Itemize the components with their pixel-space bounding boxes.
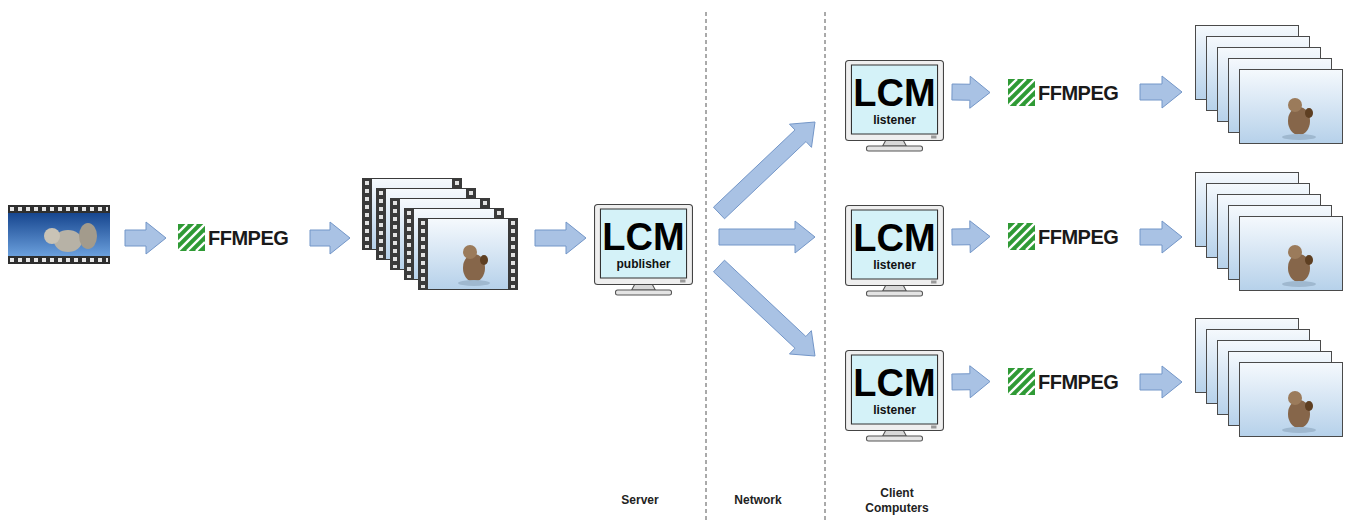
icon-stripe: [1026, 241, 1035, 250]
region-divider: [706, 12, 707, 521]
ffmpeg-logo: FFMPEG: [1008, 79, 1118, 106]
flow-arrow: [952, 366, 990, 398]
video-file-icon: [8, 205, 110, 264]
monitor-bezel: [846, 61, 944, 141]
monitor-bezel: [595, 205, 693, 285]
flow-arrow: [952, 76, 990, 108]
monitor-screen: [600, 209, 686, 278]
ffmpeg-icon: [1008, 368, 1035, 395]
video-frame: [418, 218, 518, 290]
squirrel-figure: [44, 228, 60, 244]
icon-stripe: [1008, 223, 1035, 250]
flow-arrow: [713, 122, 815, 219]
frame-stack: [1196, 319, 1343, 437]
icon-stripe: [196, 242, 205, 251]
icon-stripe: [1008, 223, 1017, 232]
flow-arrow: [1140, 221, 1182, 253]
computer-monitor: LCMpublisher: [594, 204, 693, 296]
film-perforation: [10, 258, 108, 262]
frame-stack: [1196, 26, 1343, 144]
frame-stack: [1196, 173, 1343, 291]
image-frame: [1240, 70, 1343, 144]
monitor-base: [867, 146, 923, 151]
icon-square: [1008, 223, 1035, 250]
ffmpeg-icon: [1008, 79, 1035, 106]
icon-stripe: [1008, 223, 1026, 241]
monitor-base: [867, 436, 923, 441]
monitor-title: LCM: [853, 363, 935, 403]
flow-arrow: [310, 222, 350, 254]
computer-monitor: LCMlistener: [845, 350, 944, 442]
monitor-screen: [851, 65, 937, 134]
flow-arrow: [719, 221, 815, 253]
computer-monitor: LCMlistener: [845, 205, 944, 297]
image-frame: [1240, 363, 1343, 437]
monitor-role: publisher: [616, 257, 670, 271]
ffmpeg-icon: [178, 224, 205, 251]
frame-stack: [362, 178, 518, 290]
icon-stripe: [187, 233, 205, 251]
icon-stripe: [1026, 97, 1035, 106]
flow-arrow: [1140, 76, 1182, 108]
icon-stripe: [178, 224, 205, 251]
ffmpeg-logo: FFMPEG: [1008, 368, 1118, 395]
icon-stripe: [1017, 88, 1035, 106]
flow-arrow: [1140, 366, 1182, 398]
icon-stripe: [178, 224, 187, 233]
icon-square: [178, 224, 205, 251]
computer-monitor: LCMlistener: [845, 60, 944, 152]
icon-square: [1008, 368, 1035, 395]
ffmpeg-logo: FFMPEG: [178, 224, 288, 251]
power-button: [931, 136, 936, 139]
logo-text: FFMPEG: [1038, 81, 1118, 105]
monitor-title: LCM: [853, 73, 935, 113]
monitor-screen: [851, 355, 937, 424]
icon-stripe: [1008, 79, 1035, 106]
icon-stripe: [1026, 386, 1035, 395]
region-label: Client Computers: [857, 486, 937, 516]
icon-square: [1008, 79, 1035, 106]
icon-stripe: [1008, 368, 1035, 395]
flow-arrow: [535, 222, 586, 254]
region-divider: [825, 12, 826, 521]
monitor-base: [867, 291, 923, 296]
icon-stripe: [1017, 232, 1035, 250]
power-button: [680, 280, 685, 283]
monitor-role: listener: [873, 258, 916, 272]
monitor-bezel: [846, 351, 944, 431]
video-picture: [8, 213, 110, 256]
icon-stripe: [1008, 79, 1026, 97]
flow-arrow: [125, 222, 166, 254]
ffmpeg-logo: FFMPEG: [1008, 223, 1118, 250]
squirrel-figure: [79, 223, 97, 249]
logo-text: FFMPEG: [208, 226, 288, 250]
region-label: Network: [718, 493, 798, 508]
flow-arrow: [952, 221, 990, 253]
film-base: [8, 205, 110, 264]
flow-arrow: [714, 260, 815, 356]
icon-stripe: [1008, 368, 1017, 377]
monitor-role: listener: [873, 403, 916, 417]
icon-stripe: [1017, 377, 1035, 395]
region-label: Server: [600, 493, 680, 508]
logo-text: FFMPEG: [1038, 225, 1118, 249]
icon-stripe: [1008, 79, 1017, 88]
monitor-bezel: [846, 206, 944, 286]
monitor-base: [616, 290, 672, 295]
film-perforation: [10, 207, 108, 211]
logo-text: FFMPEG: [1038, 370, 1118, 394]
power-button: [931, 281, 936, 284]
monitor-role: listener: [873, 113, 916, 127]
power-button: [931, 426, 936, 429]
monitor-screen: [851, 210, 937, 279]
icon-stripe: [1008, 368, 1026, 386]
monitor-title: LCM: [853, 218, 935, 258]
monitor-title: LCM: [602, 217, 684, 257]
image-frame: [1240, 217, 1343, 291]
ffmpeg-icon: [1008, 223, 1035, 250]
icon-stripe: [178, 224, 196, 242]
